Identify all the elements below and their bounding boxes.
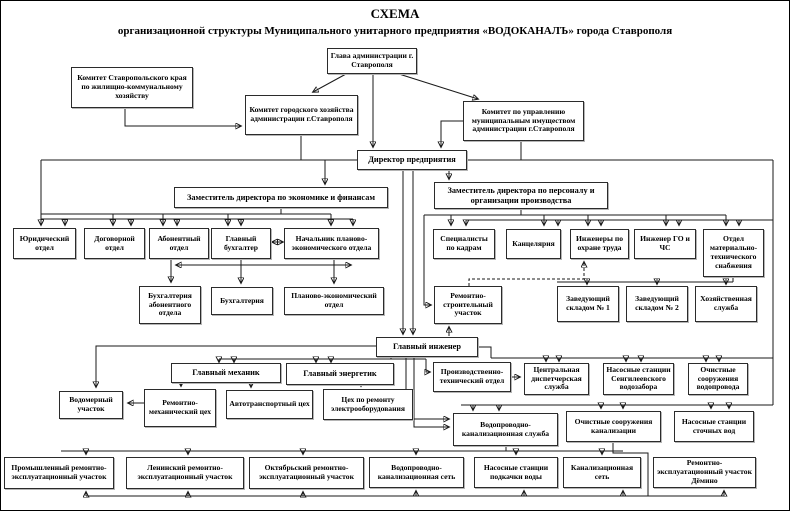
node-vk-sluzhba: Водопроводно-канализационная служба <box>453 413 558 446</box>
node-buhgalteria: Бухгалтерия <box>211 287 273 315</box>
node-kanal-set: Канализационная сеть <box>563 457 641 488</box>
node-ns-sengil: Насосные станции Сенгилеевского водозабо… <box>603 363 674 395</box>
node-komitet-gorhoz: Комитет городского хозяйства администрац… <box>245 95 358 135</box>
node-cds: Центральная диспетчерская служба <box>524 363 589 395</box>
node-hoz-sluzhba: Хозяйственная служба <box>695 286 757 322</box>
node-avtotrans-ceh: Автотранспортный цех <box>226 390 313 419</box>
node-oktyabr-reu: Октябрьский ремонтно-эксплуатационный уч… <box>249 457 364 489</box>
node-prom-reu: Промышленный ремонтно-эксплуатационный у… <box>4 457 114 489</box>
node-ohrana-truda: Инженеры по охране труда <box>570 229 629 259</box>
node-dogovor: Договорной отдел <box>84 228 145 259</box>
node-sklad2: Заведующий складом № 2 <box>626 286 688 322</box>
node-glav-mehanik: Главный механик <box>171 363 281 383</box>
node-abonent: Абонентный отдел <box>149 228 209 259</box>
node-peo: Планово-экономический отдел <box>284 287 384 315</box>
node-glav-inzhener: Главный инженер <box>376 337 478 357</box>
diagram-subtitle: организационной структуры Муниципального… <box>117 25 673 37</box>
node-kancel: Канцелярия <box>506 229 561 259</box>
node-zam-econom: Заместитель директора по экономике и фин… <box>174 187 388 208</box>
node-otdel-mts: Отдел материально-технического снабжения <box>703 229 764 277</box>
node-go-chs: Инженер ГО и ЧС <box>634 229 696 259</box>
node-buh-abonent: Бухгалтерия абонентного отдела <box>139 286 201 324</box>
node-vodomer: Водомерный участок <box>59 391 123 419</box>
node-zam-personal: Заместитель директора по персоналу и орг… <box>434 182 608 209</box>
node-os-kanal: Очистные сооружения канализации <box>566 411 661 442</box>
node-director: Директор предприятия <box>357 150 467 170</box>
node-sklad1: Заведующий складом № 1 <box>557 286 619 322</box>
node-lenin-reu: Ленинский ремонтно-эксплуатационный учас… <box>126 457 244 489</box>
node-spec-kadry: Специалисты по кадрам <box>433 229 495 259</box>
node-ns-stochnye: Насосные станции сточных вод <box>674 411 754 442</box>
node-rsu: Ремонтно-строительный участок <box>434 286 502 324</box>
node-glavbuh: Главный бухгалтер <box>211 228 271 259</box>
node-komitet-kraya: Комитет Ставропольского края по жилищно-… <box>71 67 193 108</box>
node-glava: Глава администрации г. Ставрополя <box>327 48 417 74</box>
diagram-title: СХЕМА <box>370 6 420 21</box>
node-pto: Производственно-технический отдел <box>433 362 511 392</box>
node-reu-demino: Ремонтно-эксплуатационный участок Дёмино <box>653 457 756 488</box>
node-ceh-electro: Цех по ремонту электрооборудования <box>323 389 413 420</box>
node-nach-peo: Начальник планово-экономического отдела <box>284 228 379 259</box>
node-komitet-imush: Комитет по управлению муниципальным имущ… <box>463 101 584 141</box>
node-os-vodoprovod: Очистные сооружения водопровода <box>688 363 748 395</box>
node-yurid: Юридический отдел <box>13 228 76 259</box>
node-vk-set: Водопроводно-канализационная сеть <box>369 457 464 488</box>
node-ns-podkachki: Насосные станции подкачки воды <box>474 457 558 488</box>
node-glav-energetik: Главный энергетик <box>286 363 394 385</box>
node-rem-meh-ceh: Ремонтно-механический цех <box>144 389 216 427</box>
